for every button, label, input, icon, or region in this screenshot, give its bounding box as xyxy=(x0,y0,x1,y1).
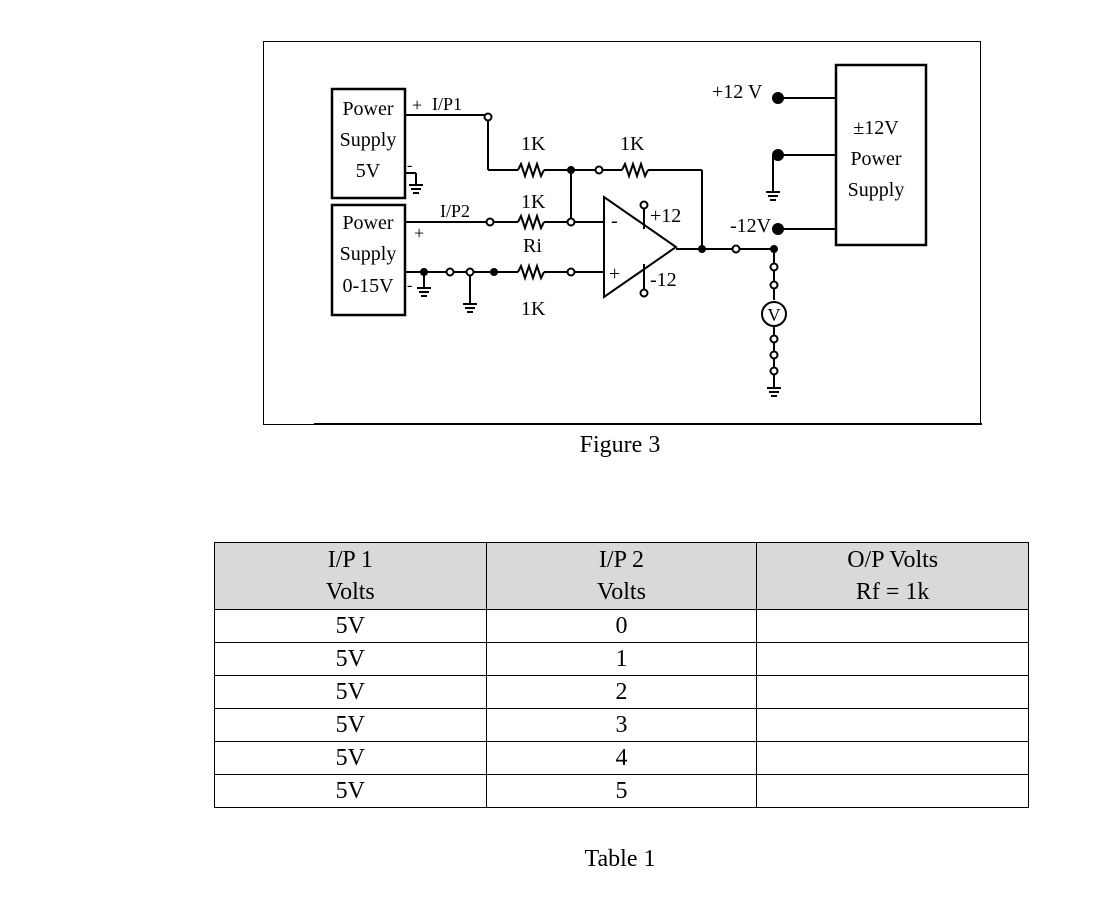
data-table: I/P 1 Volts I/P 2 Volts O/P Volts Rf = 1… xyxy=(214,542,1029,808)
power-supply-0-15v-box xyxy=(330,203,407,317)
cell-op[interactable] xyxy=(756,675,1029,709)
opamp-symbol xyxy=(603,195,678,299)
table-row: 5V 4 xyxy=(214,741,1029,775)
circuit-diagram: Power Supply 5V Power Supply 0-15V ±12V … xyxy=(314,63,982,425)
cell-ip2: 0 xyxy=(485,609,758,643)
figure-caption: Figure 3 xyxy=(579,432,661,458)
cell-op[interactable] xyxy=(756,741,1029,775)
rail-pos-label: +12 V xyxy=(712,81,763,103)
table-row: 5V 1 xyxy=(214,642,1029,676)
power-supply-5v-box xyxy=(330,87,407,200)
table-row: 5V 5 xyxy=(214,774,1029,808)
cell-ip2: 5 xyxy=(485,774,758,808)
resistor-ri-label: Ri xyxy=(523,235,542,257)
ip2-label: I/P2 xyxy=(440,201,470,221)
ps2-label-3: 0-15V xyxy=(342,275,394,297)
ps2-label-2: Supply xyxy=(340,243,397,265)
opamp-plus: + xyxy=(609,263,620,285)
cell-op[interactable] xyxy=(756,708,1029,742)
resistor-1k-top-label: 1K xyxy=(521,133,546,155)
opamp-pos-supply: +12 xyxy=(650,205,681,227)
resistor-feedback-label: 1K xyxy=(620,133,645,155)
cell-ip1: 5V xyxy=(214,708,487,742)
table-row: 5V 0 xyxy=(214,609,1029,643)
ps1-label-1: Power xyxy=(342,98,393,120)
cell-ip1: 5V xyxy=(214,774,487,808)
cell-op[interactable] xyxy=(756,609,1029,643)
cell-ip1: 5V xyxy=(214,609,487,643)
table-row: 5V 3 xyxy=(214,708,1029,742)
ip1-label: I/P1 xyxy=(432,94,462,114)
plus-2: + xyxy=(414,223,424,243)
header-ip2: I/P 2 Volts xyxy=(485,542,758,610)
opamp-minus: - xyxy=(611,210,618,232)
table-caption: Table 1 xyxy=(584,846,656,872)
cell-ip1: 5V xyxy=(214,642,487,676)
cell-ip1: 5V xyxy=(214,675,487,709)
header-ip1: I/P 1 Volts xyxy=(214,542,487,610)
cell-ip2: 2 xyxy=(485,675,758,709)
voltmeter-label: V xyxy=(768,305,781,325)
opamp-neg-supply: -12 xyxy=(650,269,677,291)
cell-op[interactable] xyxy=(756,642,1029,676)
circuit-figure: Power Supply 5V Power Supply 0-15V ±12V … xyxy=(263,41,982,425)
cell-ip2: 1 xyxy=(485,642,758,676)
resistor-1k-mid-label: 1K xyxy=(521,191,546,213)
rail-neg-label: -12V xyxy=(730,215,772,237)
resistor-1k-bottom-label: 1K xyxy=(521,298,546,320)
svg-text:-: - xyxy=(407,157,412,174)
ps2-label-1: Power xyxy=(342,212,393,234)
ps1-label-3: 5V xyxy=(356,160,381,182)
ps3-label-3: Supply xyxy=(848,179,905,201)
cell-ip2: 4 xyxy=(485,741,758,775)
ps1-label-2: Supply xyxy=(340,129,397,151)
cell-ip1: 5V xyxy=(214,741,487,775)
cell-ip2: 3 xyxy=(485,708,758,742)
table-header-row: I/P 1 Volts I/P 2 Volts O/P Volts Rf = 1… xyxy=(214,542,1029,610)
ps3-label-2: Power xyxy=(850,148,901,170)
ps3-label-1: ±12V xyxy=(853,117,899,139)
header-op: O/P Volts Rf = 1k xyxy=(756,542,1029,610)
svg-text:-: - xyxy=(407,277,412,294)
cell-op[interactable] xyxy=(756,774,1029,808)
table-row: 5V 2 xyxy=(214,675,1029,709)
plus-1: + xyxy=(412,95,422,115)
